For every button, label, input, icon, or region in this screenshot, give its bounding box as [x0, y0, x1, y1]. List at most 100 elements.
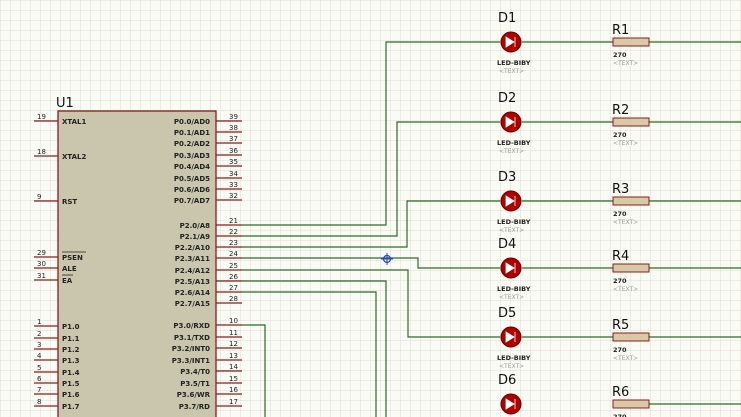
- resistor-value-label: 270: [613, 51, 627, 59]
- pin-name: P2.0/A8: [180, 222, 211, 230]
- pin-name: RST: [62, 198, 77, 206]
- pin-number: 25: [229, 262, 238, 270]
- pin-number: 9: [37, 193, 41, 201]
- u1-left-pin[interactable]: 6P1.5: [34, 375, 80, 388]
- resistor-ref-label: R6: [612, 385, 629, 400]
- resistor-body: [612, 37, 650, 47]
- resistor-ref-label: R3: [612, 182, 629, 197]
- u1-left-pin[interactable]: 3P1.2: [34, 341, 80, 354]
- pin-number: 4: [37, 352, 42, 360]
- pin-number: 30: [37, 260, 46, 268]
- led-ref-label: D6: [498, 373, 516, 388]
- resistor-value-label: 270: [613, 131, 627, 139]
- u1-left-pin[interactable]: 7P1.6: [34, 386, 80, 399]
- wire-segment: [242, 257, 500, 269]
- pin-name: P3.6/WR: [177, 391, 211, 399]
- led-ref-label: D1: [498, 11, 516, 26]
- u1-ref-label: U1: [56, 96, 74, 111]
- pin-name: P1.0: [62, 323, 80, 331]
- pin-name: P0.4/AD4: [174, 163, 210, 171]
- u1-body: [57, 110, 217, 417]
- pin-name: P0.6/AD6: [174, 186, 210, 194]
- pin-name: PSEN: [62, 254, 83, 262]
- led-6[interactable]: D6: [498, 373, 522, 415]
- diode-symbol: [505, 331, 516, 343]
- pin-number: 37: [229, 135, 238, 143]
- u1-left-pin[interactable]: 1P1.0: [34, 318, 80, 331]
- pin-name: P3.0/RXD: [173, 322, 210, 330]
- u1-left-pin[interactable]: 2P1.1: [34, 330, 80, 343]
- pin-name: P2.3/A11: [175, 255, 210, 263]
- pin-name: P3.7/RD: [179, 403, 210, 411]
- u1-left-pin[interactable]: 8P1.7: [34, 398, 80, 411]
- pin-number: 13: [229, 352, 238, 360]
- pin-number: 11: [229, 329, 238, 337]
- pin-name: P3.4/T0: [180, 368, 210, 376]
- led-text-placeholder: <TEXT>: [499, 294, 524, 301]
- u1-left-pin[interactable]: 4P1.3: [34, 352, 80, 365]
- led-resistor-chain: D1LED-BIBY<TEXT>D2LED-BIBY<TEXT>D3LED-BI…: [497, 11, 650, 417]
- pin-number: 3: [37, 341, 41, 349]
- wire-segment: [242, 291, 377, 417]
- resistor-ref-label: R4: [612, 249, 629, 264]
- pin-number: 31: [37, 272, 46, 280]
- led-part-label: LED-BIBY: [497, 354, 531, 362]
- diode-symbol: [505, 195, 516, 207]
- pin-number: 36: [229, 147, 238, 155]
- u1-right-pins: 39P0.0/AD038P0.1/AD137P0.2/AD236P0.3/AD3…: [172, 113, 242, 411]
- resistor-text-placeholder: <TEXT>: [613, 286, 638, 293]
- resistor-text-placeholder: <TEXT>: [613, 60, 638, 67]
- resistor-text-placeholder: <TEXT>: [613, 355, 638, 362]
- u1-left-pin[interactable]: 5P1.4: [34, 364, 80, 377]
- wire-probe-marker[interactable]: [381, 253, 393, 265]
- resistor-ref-label: R2: [612, 103, 629, 118]
- pin-number: 21: [229, 217, 238, 225]
- resistor-text-placeholder: <TEXT>: [613, 219, 638, 226]
- pin-name: P0.0/AD0: [174, 118, 210, 126]
- pin-name: P0.7/AD7: [174, 197, 210, 205]
